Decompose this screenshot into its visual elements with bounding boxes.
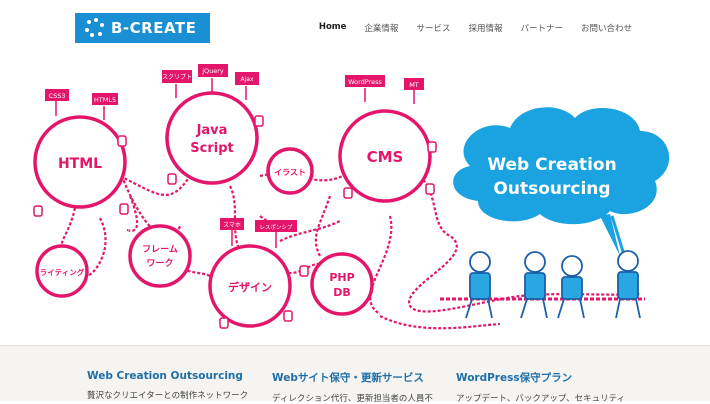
nav-item-company[interactable]: 企業情報 — [364, 24, 399, 34]
nav-item-contact[interactable]: お問い合わせ — [580, 24, 632, 34]
hero-illustration: CSS3 HTML5 スクリプト jQuery Ajax — [0, 56, 710, 344]
sign-boards: CSS3 HTML5 スクリプト jQuery Ajax — [45, 64, 424, 248]
logo-text: B-CREATE — [111, 19, 197, 37]
worker-figure-2 — [520, 251, 548, 319]
cloud-line2: Outsourcing — [493, 179, 610, 199]
sign-smapho: スマホ — [220, 218, 244, 246]
label-php-line2: DB — [333, 286, 351, 299]
label-cms: CMS — [367, 148, 404, 166]
cloud-bubble: Web Creation Outsourcing — [453, 107, 670, 259]
worker-figure-1 — [465, 251, 493, 319]
sign-mt: MT — [404, 78, 424, 104]
skill-circles — [33, 91, 432, 328]
label-html: HTML — [58, 156, 102, 172]
logo-dots-icon — [85, 18, 105, 38]
worker-figure-4 — [615, 250, 641, 319]
sign-css3: CSS3 — [45, 89, 69, 116]
nav-item-recruit[interactable]: 採用情報 — [468, 24, 503, 34]
tug-of-war-team — [440, 250, 645, 319]
service-title-outsourcing[interactable]: Web Creation Outsourcing — [87, 370, 243, 382]
service-outsourcing[interactable]: Web Creation Outsourcing 贅沢なクリエイターとの制作ネッ… — [87, 370, 257, 401]
svg-text:MT: MT — [409, 81, 419, 89]
svg-text:レスポンシブ: レスポンシブ — [259, 223, 293, 231]
circle-framework — [128, 224, 192, 288]
nav-item-home[interactable]: Home — [318, 22, 347, 32]
svg-text:HTML5: HTML5 — [94, 96, 116, 104]
site-header: B-CREATE Home 企業情報 サービス 採用情報 パートナー お問い合わ… — [0, 0, 710, 60]
service-maintenance[interactable]: Webサイト保守・更新サービス ディレクション代行、更新担当者の人員不 — [272, 370, 442, 404]
svg-text:スクリプト: スクリプト — [162, 74, 192, 81]
sign-responsive: レスポンシブ — [255, 220, 297, 248]
sign-html5: HTML5 — [92, 93, 118, 120]
circle-php — [310, 252, 374, 316]
services-band: Web Creation Outsourcing 贅沢なクリエイターとの制作ネッ… — [0, 345, 710, 404]
label-js-line2: Script — [190, 141, 233, 156]
label-frame-line2: ワーク — [146, 258, 173, 269]
service-wordpress[interactable]: WordPress保守プラン アップデート、バックアップ、セキュリティ — [456, 370, 626, 404]
tiny-figures — [33, 115, 437, 329]
circle-html — [33, 115, 127, 209]
label-frame-line1: フレーム — [142, 244, 178, 255]
service-text-outsourcing: 贅沢なクリエイターとの制作ネットワーク — [87, 391, 249, 401]
cloud-line1: Web Creation — [487, 155, 616, 175]
sign-ajax: Ajax — [235, 72, 259, 100]
sign-wordpress: WordPress — [345, 75, 385, 102]
svg-text:CSS3: CSS3 — [49, 92, 66, 100]
service-text-wordpress: アップデート、バックアップ、セキュリティ — [456, 394, 626, 404]
circle-design — [208, 244, 292, 328]
label-writing: ライティング — [40, 267, 85, 277]
circle-writing — [35, 244, 89, 298]
service-text-maintenance: ディレクション代行、更新担当者の人員不 — [272, 394, 433, 404]
service-title-wordpress[interactable]: WordPress保守プラン — [456, 372, 573, 384]
label-illust: イラスト — [274, 168, 306, 177]
circle-cms — [338, 109, 432, 203]
sign-jquery: jQuery — [198, 64, 228, 92]
svg-text:jQuery: jQuery — [201, 67, 224, 75]
svg-text:WordPress: WordPress — [348, 78, 382, 86]
hero-svg: CSS3 HTML5 スクリプト jQuery Ajax — [33, 64, 670, 330]
label-php-line1: PHP — [329, 271, 354, 284]
worker-figure-3 — [557, 255, 585, 319]
label-js-line1: Java — [196, 123, 228, 138]
svg-text:スマホ: スマホ — [223, 222, 241, 229]
svg-text:Ajax: Ajax — [241, 76, 254, 83]
nav-item-partner[interactable]: パートナー — [520, 24, 563, 34]
circle-javascript — [165, 91, 259, 185]
circle-illust — [266, 147, 314, 195]
label-design: デザイン — [228, 280, 272, 294]
main-nav: Home 企業情報 サービス 採用情報 パートナー お問い合わせ — [319, 22, 632, 34]
service-title-maintenance[interactable]: Webサイト保守・更新サービス — [272, 372, 424, 384]
site-logo[interactable]: B-CREATE — [75, 13, 210, 43]
nav-item-services[interactable]: サービス — [416, 24, 451, 34]
sign-script: スクリプト — [162, 70, 192, 98]
